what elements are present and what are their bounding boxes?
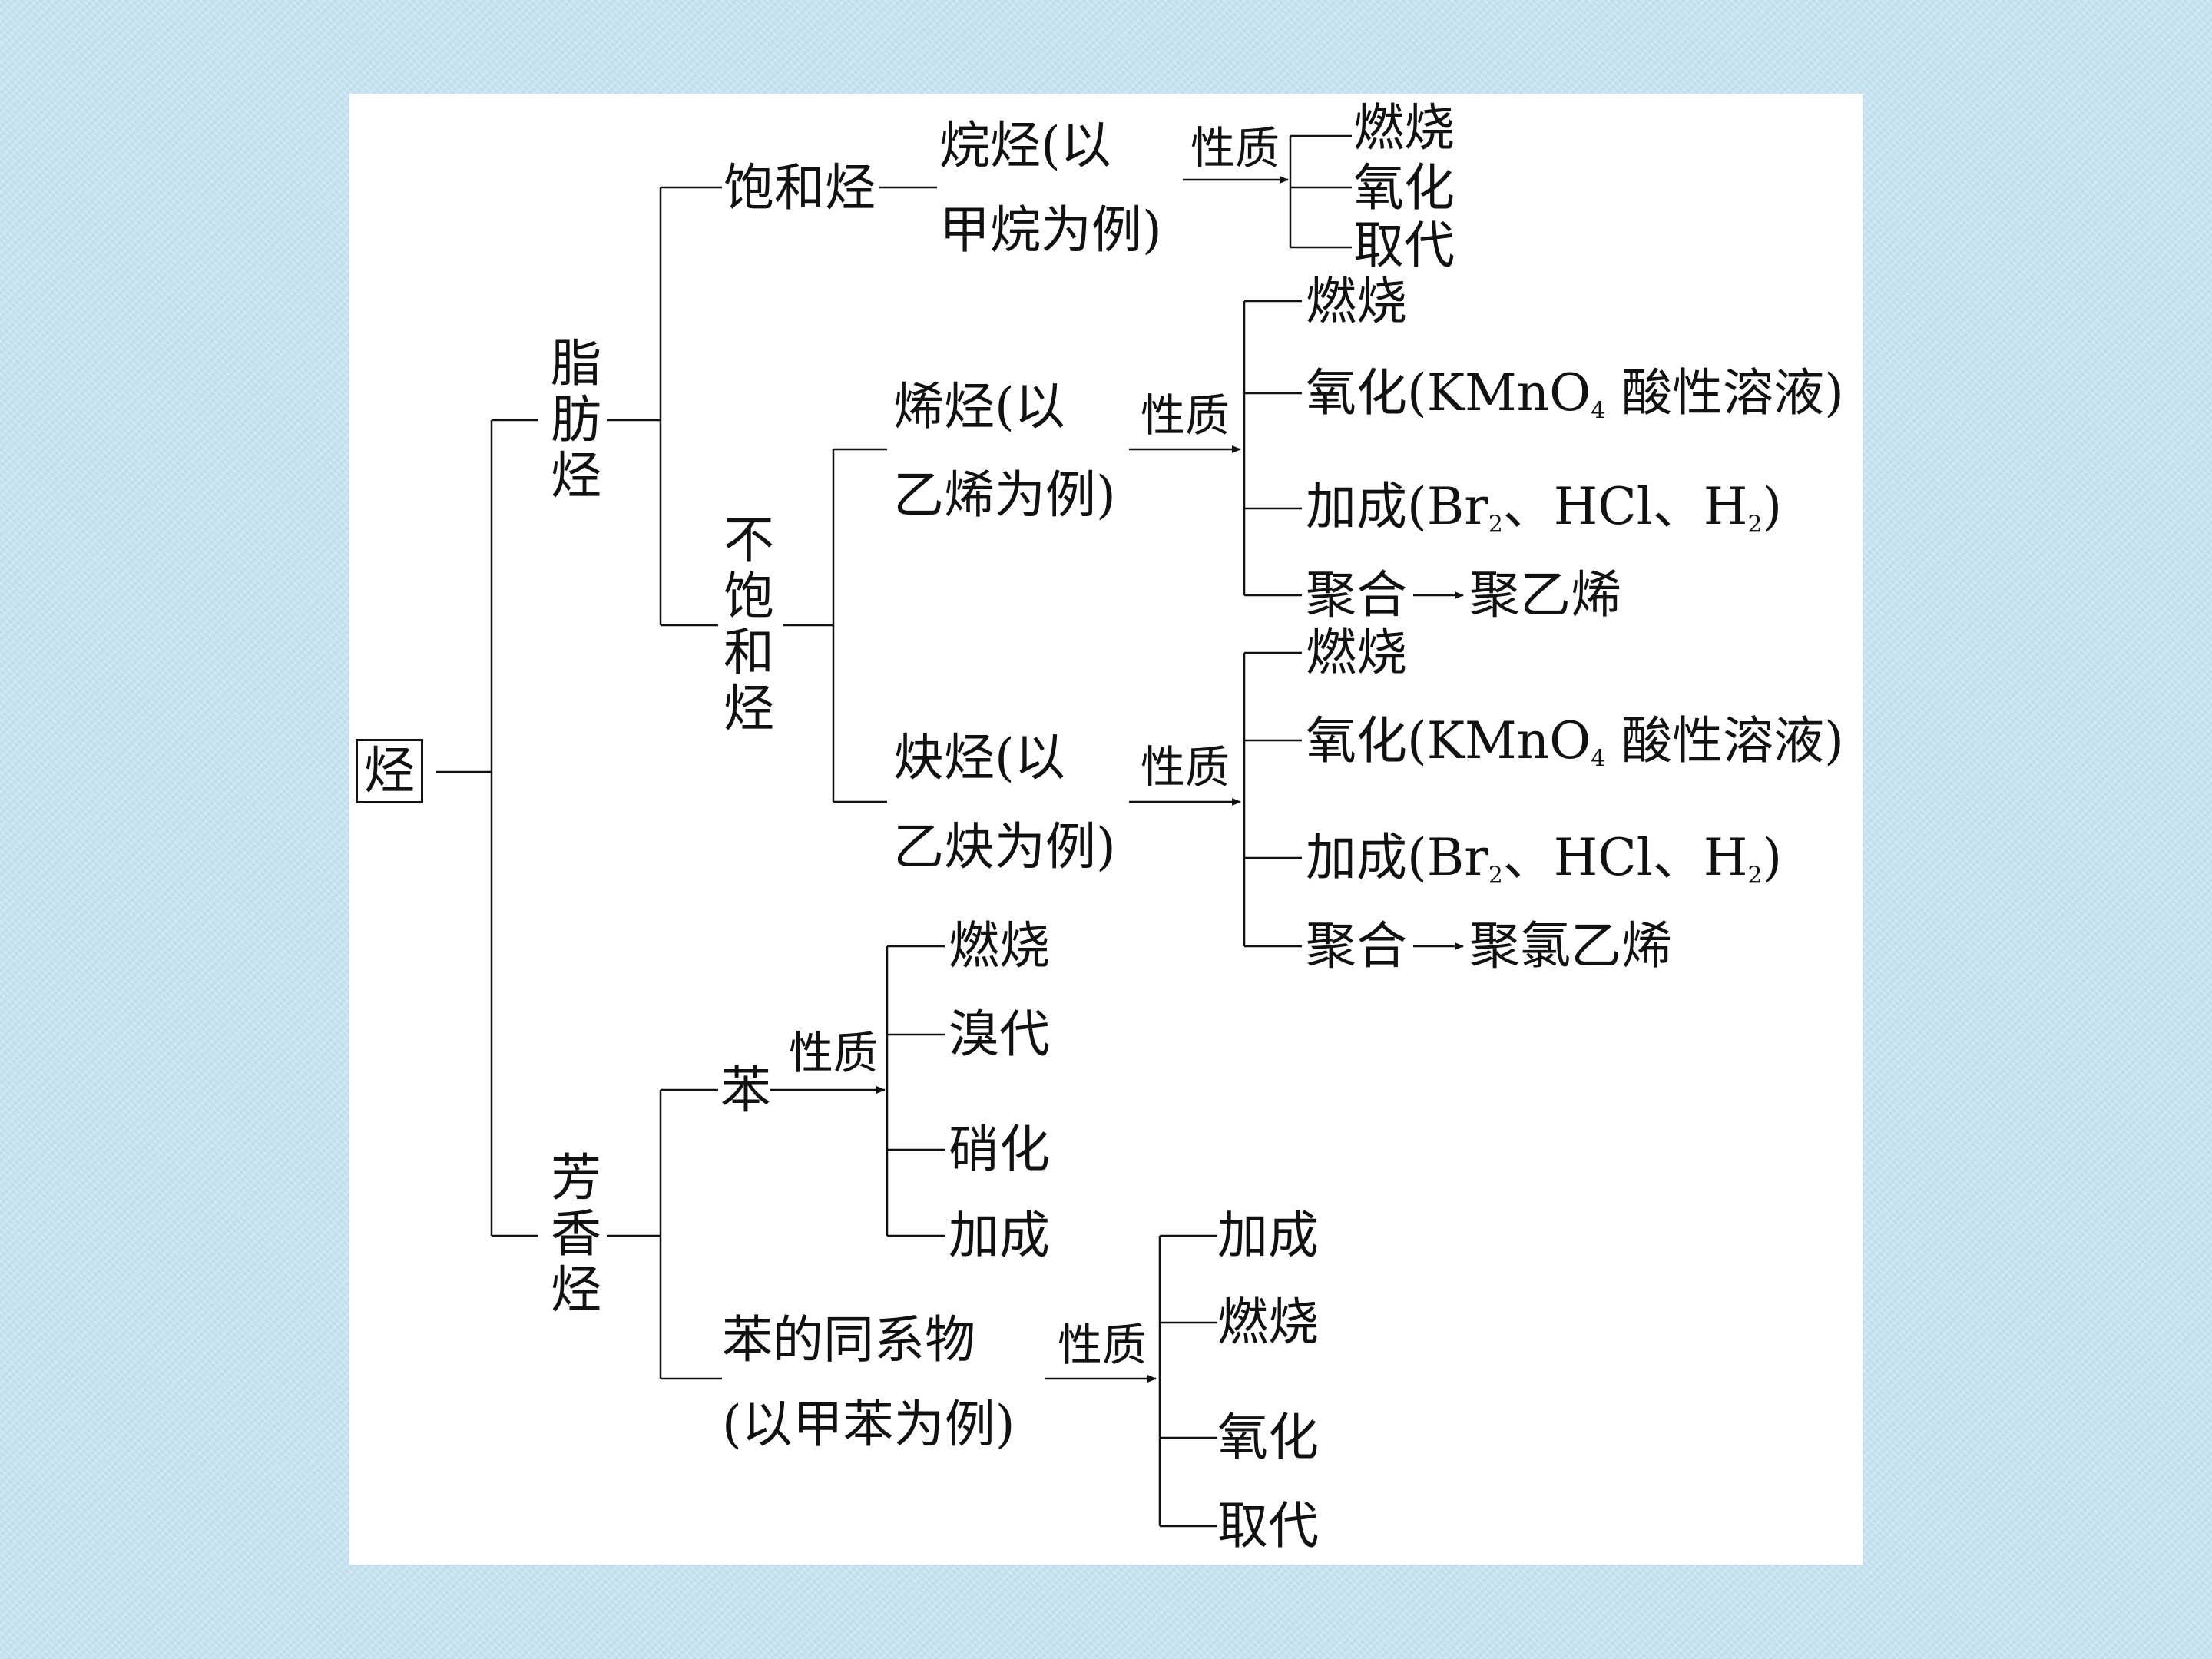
alkyne-prop-polymerization: 聚合 — [1306, 916, 1407, 975]
node-alkene-line1: 烯烃(以 — [893, 377, 1065, 436]
node-alkyne-line1: 炔烃(以 — [893, 728, 1065, 787]
product-pvc: 聚氯乙烯 — [1469, 916, 1672, 975]
benzene-prop-bromination: 溴代 — [949, 1005, 1050, 1064]
node-aromatic: 芳香烃 — [551, 1148, 601, 1320]
label-property-homolog: 性质 — [1058, 1319, 1147, 1371]
node-alkane-line1: 烷烃(以 — [939, 116, 1111, 175]
node-alkene-line2: 乙烯为例) — [893, 465, 1116, 525]
alkyne-prop-addition: 加成(Br2、HCl、H2) — [1306, 828, 1783, 889]
benzene-prop-addition: 加成 — [949, 1206, 1050, 1265]
alkyne-prop-combustion: 燃烧 — [1306, 623, 1407, 682]
node-benzene-homolog-line2: (以甲苯为例) — [722, 1395, 1015, 1454]
alkane-prop-oxidation: 氧化 — [1353, 158, 1455, 217]
root-node-hydrocarbon: 烃 — [356, 739, 423, 803]
alkene-prop-addition: 加成(Br2、HCl、H2) — [1306, 477, 1783, 538]
label-property-alkane: 性质 — [1190, 122, 1280, 174]
connector-lines — [436, 134, 1464, 1528]
label-property-alkyne: 性质 — [1141, 741, 1230, 793]
node-alkyne-line2: 乙炔为例) — [893, 817, 1116, 876]
node-saturated: 饱和烃 — [724, 158, 876, 217]
homolog-prop-addition: 加成 — [1217, 1206, 1319, 1265]
homolog-prop-oxidation: 氧化 — [1217, 1408, 1319, 1467]
homolog-prop-substitution: 取代 — [1217, 1496, 1319, 1555]
benzene-prop-combustion: 燃烧 — [949, 916, 1050, 975]
node-benzene-homolog-line1: 苯的同系物 — [722, 1310, 975, 1369]
node-alkane-line2: 甲烷为例) — [939, 200, 1162, 260]
alkyne-prop-oxidation: 氧化(KMnO4 酸性溶液) — [1306, 711, 1844, 773]
diagram-panel: 烃 脂肪烃 饱和烃 烷烃(以 甲烷为例) 性质 燃烧 氧化 取代 不饱和烃 烯烃… — [349, 94, 1863, 1565]
node-benzene: 苯 — [720, 1061, 771, 1120]
node-unsaturated: 不饱和烃 — [724, 511, 774, 738]
alkene-prop-polymerization: 聚合 — [1306, 565, 1407, 624]
node-aliphatic: 脂肪烃 — [551, 334, 601, 505]
alkane-prop-combustion: 燃烧 — [1353, 98, 1455, 157]
homolog-prop-combustion: 燃烧 — [1217, 1293, 1319, 1352]
label-property-alkene: 性质 — [1141, 389, 1230, 442]
label-property-benzene: 性质 — [789, 1027, 879, 1079]
benzene-prop-nitration: 硝化 — [949, 1120, 1050, 1179]
alkene-prop-oxidation: 氧化(KMnO4 酸性溶液) — [1306, 363, 1844, 425]
alkane-prop-substitution: 取代 — [1353, 216, 1455, 275]
alkene-prop-combustion: 燃烧 — [1306, 272, 1407, 331]
product-polyethylene: 聚乙烯 — [1469, 565, 1621, 624]
